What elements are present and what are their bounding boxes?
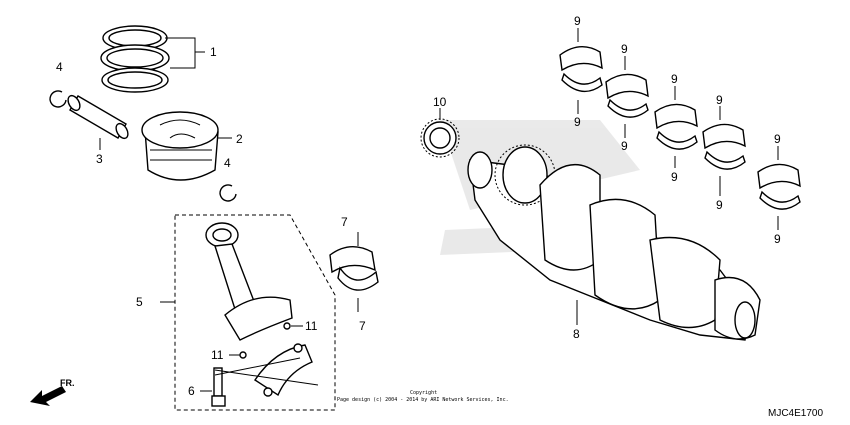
callout-7-upper[interactable]: 7 <box>341 215 348 229</box>
copyright-line: Page design (c) 2004 - 2014 by ARI Netwo… <box>337 397 509 403</box>
rod-bolt[interactable] <box>211 367 226 407</box>
rod-bearing-lower[interactable] <box>337 266 379 291</box>
main-bearing-4[interactable] <box>702 123 746 170</box>
callout-2[interactable]: 2 <box>236 132 243 146</box>
copyright-title: Copyright <box>410 390 437 396</box>
callout-9-c[interactable]: 9 <box>621 42 628 56</box>
callout-6[interactable]: 6 <box>188 384 195 398</box>
piston[interactable] <box>141 111 219 181</box>
callout-9-d[interactable]: 9 <box>621 139 628 153</box>
callout-9-a[interactable]: 9 <box>574 14 581 28</box>
callout-9-j[interactable]: 9 <box>774 232 781 246</box>
callout-11-upper[interactable]: 11 <box>305 319 318 333</box>
callout-5[interactable]: 5 <box>136 295 143 309</box>
piston-pin-clip-left[interactable] <box>49 90 67 108</box>
callout-7-lower[interactable]: 7 <box>359 319 366 333</box>
main-bearing-2[interactable] <box>605 73 649 118</box>
crankshaft[interactable] <box>467 144 761 341</box>
front-direction-arrow <box>30 386 66 406</box>
diagram-code: MJC4E1700 <box>768 408 823 419</box>
rod-bearing-upper[interactable] <box>329 246 376 274</box>
callout-9-b[interactable]: 9 <box>574 115 581 129</box>
connecting-rod-group-outline <box>174 214 336 411</box>
piston-pin[interactable] <box>66 94 131 141</box>
piston-rings[interactable] <box>100 25 170 93</box>
callout-9-g[interactable]: 9 <box>716 93 723 107</box>
callout-11-lower[interactable]: 11 <box>211 348 224 362</box>
callout-9-e[interactable]: 9 <box>671 72 678 86</box>
callout-1[interactable]: 1 <box>210 45 217 59</box>
callout-9-h[interactable]: 9 <box>716 198 723 212</box>
callout-4-right[interactable]: 4 <box>224 156 231 170</box>
callout-9-f[interactable]: 9 <box>671 170 678 184</box>
dowel-pin-upper[interactable] <box>283 322 291 330</box>
main-bearing-3[interactable] <box>654 103 698 150</box>
primary-drive-gear[interactable] <box>420 118 460 158</box>
front-direction-label: FR. <box>60 378 75 388</box>
callout-10[interactable]: 10 <box>433 95 447 109</box>
callout-3[interactable]: 3 <box>96 152 103 166</box>
piston-pin-clip-right[interactable] <box>219 184 237 202</box>
bearing-leader-lines <box>577 28 779 230</box>
callout-9-i[interactable]: 9 <box>774 132 781 146</box>
main-bearing-5[interactable] <box>757 163 801 210</box>
callout-4-left[interactable]: 4 <box>56 60 63 74</box>
main-bearing-1[interactable] <box>559 46 603 93</box>
dowel-pin-lower[interactable] <box>239 351 247 359</box>
connecting-rod[interactable] <box>205 222 293 341</box>
callout-8[interactable]: 8 <box>573 327 580 341</box>
connecting-rod-cap[interactable] <box>254 343 313 397</box>
